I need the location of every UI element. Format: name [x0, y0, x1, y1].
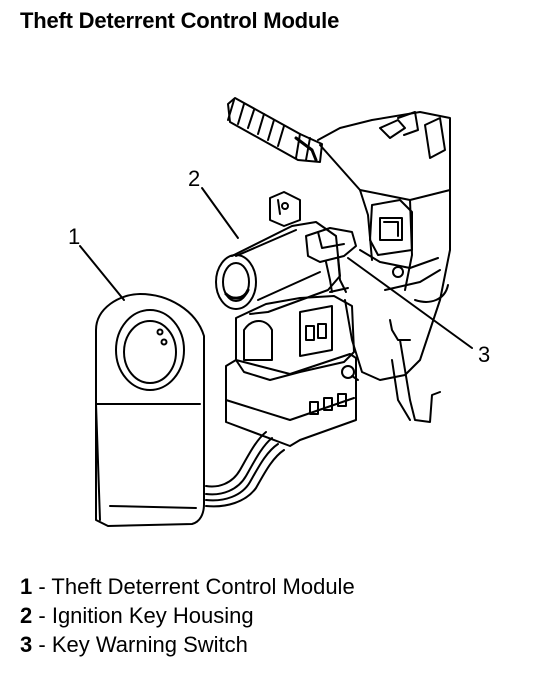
legend-item: 2 - Ignition Key Housing	[20, 601, 355, 630]
legend-separator: -	[38, 574, 46, 599]
key-warning-switch	[305, 227, 357, 293]
steering-column	[317, 111, 451, 423]
callout-2: 2	[188, 166, 200, 191]
legend-number: 3	[20, 632, 33, 657]
legend-label: Key Warning Switch	[51, 632, 248, 657]
legend-item: 3 - Key Warning Switch	[20, 630, 355, 659]
legend-item: 1 - Theft Deterrent Control Module	[20, 572, 355, 601]
ignition-key-housing	[215, 191, 341, 315]
wiring-harness	[205, 431, 285, 508]
callout-1: 1	[68, 224, 80, 249]
legend-label: Ignition Key Housing	[51, 603, 254, 628]
legend-number: 1	[20, 574, 33, 599]
legend-label: Theft Deterrent Control Module	[51, 574, 355, 599]
theft-deterrent-module	[95, 293, 205, 527]
legend-separator: -	[38, 603, 46, 628]
callout-3: 3	[478, 342, 490, 367]
switch-connector-block	[225, 295, 359, 447]
legend-separator: -	[38, 632, 46, 657]
steering-column-illustration: 1 2 3	[68, 97, 490, 527]
steering-shaft	[227, 97, 323, 163]
parts-legend: 1 - Theft Deterrent Control Module 2 - I…	[20, 572, 355, 659]
legend-number: 2	[20, 603, 33, 628]
callout-leader-lines	[79, 187, 473, 349]
diagram-title: Theft Deterrent Control Module	[20, 8, 340, 33]
